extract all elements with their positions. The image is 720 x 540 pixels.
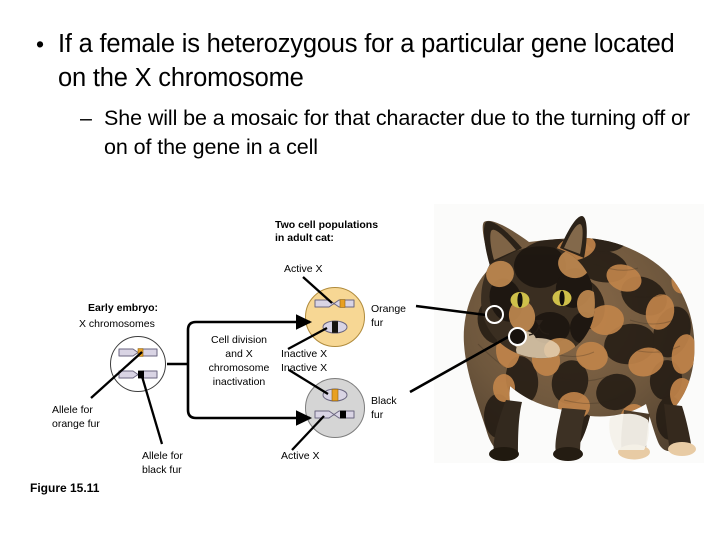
- bullet-marker-icon: •: [36, 31, 44, 58]
- bullet-level2: – She will be a mosaic for that characte…: [80, 104, 690, 161]
- orange-cell-inactive-x-barr-body: [322, 320, 348, 334]
- label-orange-fur-line1: Orange: [371, 303, 407, 315]
- label-two-cell-populations-line1: Two cell populations: [275, 219, 379, 231]
- figure-caption: Figure 15.11: [30, 481, 100, 495]
- orange-fur-marker-ring: [485, 305, 504, 324]
- label-process-line1: Cell division: [210, 334, 268, 346]
- bullet-text-block: • If a female is heterozygous for a part…: [30, 28, 690, 161]
- label-allele-orange-line2: orange fur: [52, 418, 100, 430]
- bullet-level2-text: She will be a mosaic for that character …: [104, 106, 690, 159]
- label-allele-orange-line1: Allele for: [52, 404, 93, 416]
- black-cell-active-x-chromosome: [313, 409, 357, 420]
- orange-cell-active-x-chromosome: [313, 298, 357, 309]
- black-cell-inactive-x-barr-body: [322, 388, 348, 402]
- embryo-chromosome-black-allele: [117, 369, 159, 380]
- label-black-fur-line1: Black: [371, 395, 397, 407]
- label-early-embryo: Early embryo:: [88, 302, 159, 314]
- dash-marker-icon: –: [80, 106, 92, 131]
- label-process-line3: chromosome: [208, 362, 270, 374]
- early-embryo-cell: [110, 336, 166, 392]
- label-two-cell-populations-line2: in adult cat:: [275, 232, 334, 244]
- embryo-chromosome-orange-allele: [117, 347, 159, 358]
- bullet-level1-text: If a female is heterozygous for a partic…: [58, 30, 675, 92]
- black-fur-cell: [305, 378, 365, 438]
- label-allele-black-line2: black fur: [142, 464, 182, 476]
- tortoiseshell-cat-photo: [434, 204, 704, 463]
- orange-fur-cell: [305, 287, 365, 347]
- label-x-chromosomes: X chromosomes: [79, 318, 155, 330]
- label-process-line2: and X: [225, 348, 253, 360]
- label-inactive-x-bottom: Inactive X: [281, 362, 328, 374]
- label-active-x-top: Active X: [284, 263, 323, 275]
- bullet-level1: • If a female is heterozygous for a part…: [30, 28, 690, 95]
- label-allele-black-line1: Allele for: [142, 450, 183, 462]
- label-orange-fur-line2: fur: [371, 317, 384, 329]
- label-active-x-bottom: Active X: [281, 450, 320, 462]
- label-process-line4: inactivation: [212, 376, 266, 388]
- black-fur-marker-ring: [508, 327, 527, 346]
- label-inactive-x-top: Inactive X: [281, 348, 328, 360]
- label-black-fur-line2: fur: [371, 409, 384, 421]
